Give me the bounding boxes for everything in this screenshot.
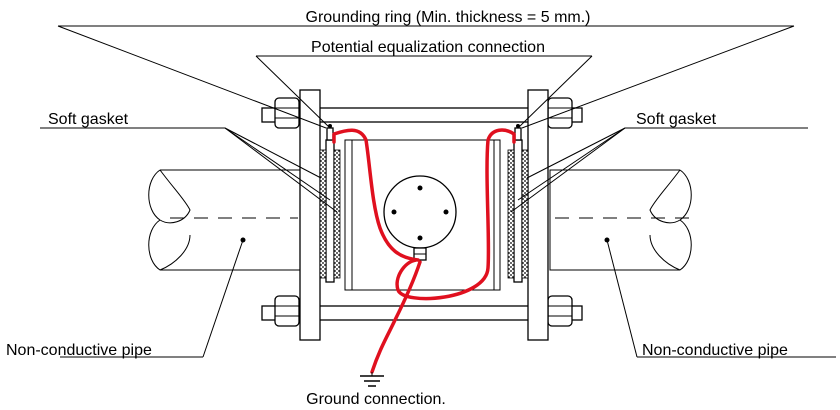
- grounding-ring-label: Grounding ring (Min. thickness = 5 mm.): [306, 9, 591, 26]
- left-grounding-ring: [319, 124, 341, 283]
- ground-symbol: [360, 372, 384, 387]
- left-soft-gasket-leaders: [40, 127, 338, 213]
- non-conductive-pipe-right-label: Non-conductive pipe: [642, 342, 788, 359]
- right-soft-gasket-outer: [521, 149, 529, 279]
- left-soft-gasket-inner: [333, 149, 341, 279]
- right-soft-gasket-leaders: [510, 127, 808, 213]
- left-flange: [299, 89, 321, 341]
- right-terminal: [514, 127, 522, 141]
- non-conductive-pipe-leaders: [60, 239, 836, 358]
- left-pipe: [148, 169, 301, 271]
- soft-gasket-left-label: Soft gasket: [48, 111, 129, 128]
- right-soft-gasket-inner: [507, 149, 515, 279]
- equalization-wires: [332, 128, 516, 374]
- non-conductive-pipe-left-label: Non-conductive pipe: [6, 342, 152, 359]
- left-soft-gasket-outer: [319, 149, 327, 279]
- potential-equalization-leaders: [255, 55, 593, 129]
- potential-equalization-label: Potential equalization connection: [311, 39, 545, 56]
- ground-connection-label: Ground connection.: [306, 391, 446, 408]
- right-grounding-ring: [507, 124, 529, 283]
- right-flange: [527, 89, 549, 341]
- right-pipe: [549, 169, 692, 271]
- meter-body: [344, 139, 501, 291]
- soft-gasket-right-label: Soft gasket: [636, 111, 717, 128]
- top-bolt: [261, 97, 583, 129]
- left-terminal: [326, 127, 334, 141]
- grounding-ring-leaders: [57, 25, 795, 129]
